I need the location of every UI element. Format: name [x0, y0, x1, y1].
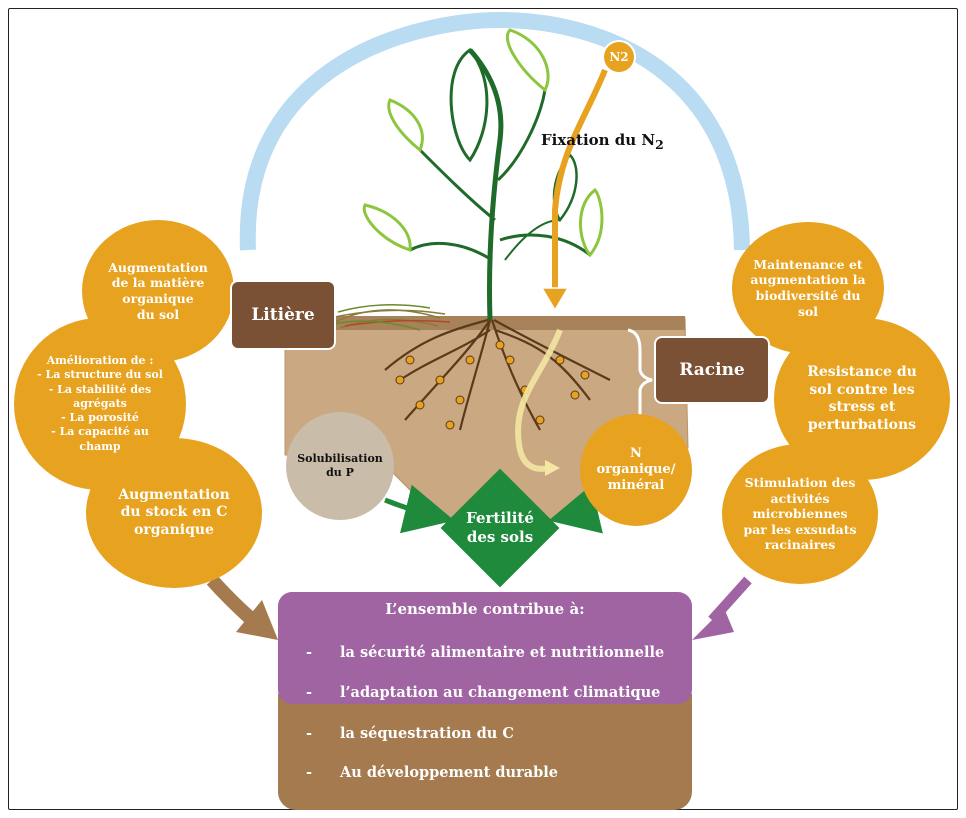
circle-stock-carbone: Augmentation du stock en C organique: [86, 438, 262, 588]
circle-n-organique: N organique/ minéral: [580, 414, 692, 526]
root-nodules: [395, 340, 590, 430]
nitrogen-arrow: [552, 68, 608, 290]
summary-title: L’ensemble contribue à:: [385, 600, 585, 618]
label-litiere: Litière: [232, 282, 334, 348]
arrow-left-head: [236, 600, 278, 640]
arrow-right-to-summary: [708, 576, 752, 624]
summary-item-2: -l’adaptation au changement climatique: [306, 684, 661, 701]
arrow-left-to-summary: [206, 575, 255, 624]
summary-box-top: [278, 592, 692, 704]
circle-stimulation: Stimulation des activités microbiennes p…: [722, 444, 878, 584]
summary-item-1: -la sécurité alimentaire et nutritionnel…: [306, 644, 665, 661]
summary-item-3: -la séquestration du C: [306, 725, 514, 742]
fertility-diamond: Fertilité des sols: [440, 468, 560, 588]
summary-item-4: -Au développement durable: [306, 764, 558, 781]
arrow-to-fertility-left: [384, 484, 455, 534]
circle-solubilisation-p: Solubilisation du P: [286, 412, 394, 520]
n2-badge: N2: [604, 42, 634, 72]
plant-icon: [362, 28, 604, 321]
nitrogen-soil-arrow: [515, 328, 563, 472]
summary-box-bottom: [278, 694, 692, 810]
litter-icon: [329, 304, 451, 331]
nitrogen-cycle-arc: [239, 11, 750, 251]
nitrogen-soil-arrowhead: [545, 460, 560, 476]
label-racine: Racine: [656, 338, 768, 402]
fixation-label: Fixation du N2: [541, 131, 664, 152]
nitrogen-arrowhead: [540, 287, 570, 312]
arrow-right-head: [692, 608, 734, 640]
circle-resistance: Resistance du sol contre les stress et p…: [774, 318, 950, 480]
